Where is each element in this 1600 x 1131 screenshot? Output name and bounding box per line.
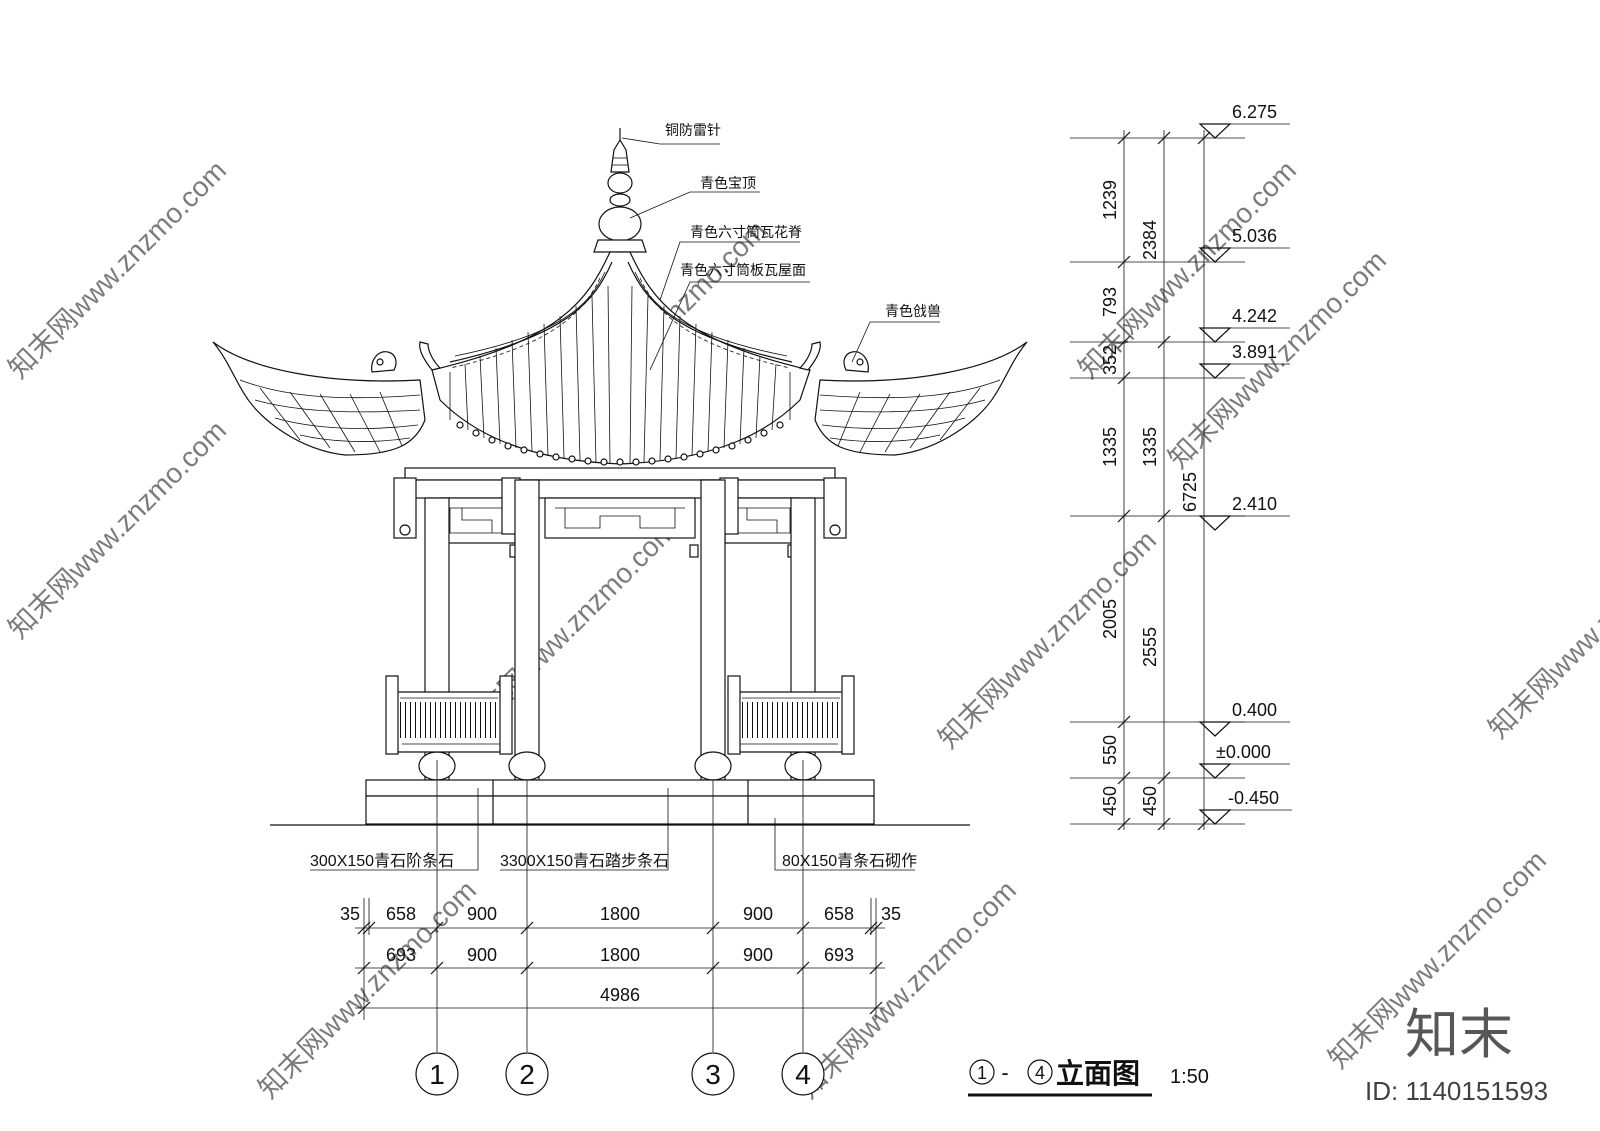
elevation-6275: 6.275: [1232, 102, 1277, 122]
elevation-5036: 5.036: [1232, 226, 1277, 246]
elevation-marks: 6.275 5.036 4.242 3.891 2.410 0.400 ±0.0…: [1198, 102, 1292, 825]
columns: [418, 479, 822, 781]
dim-v-2005: 2005: [1100, 599, 1120, 639]
axis-bubble: [415, 1052, 459, 1096]
dim-h-1800: 1800: [600, 904, 640, 924]
label-finial: 青色宝顶: [700, 175, 756, 191]
dim-h-900-right: 900: [743, 904, 773, 924]
axis-label-2: 2: [519, 1059, 535, 1090]
dim-h-35-left: 35: [340, 904, 360, 924]
axis-bubble: [505, 1052, 549, 1096]
dim-h-900-left: 900: [467, 904, 497, 924]
dim-h-693-left: 693: [386, 945, 416, 965]
platform: [270, 779, 970, 826]
axis-label-4: 4: [795, 1059, 811, 1090]
dim-v-2555: 2555: [1140, 627, 1160, 667]
dim-v-6725: 6725: [1180, 472, 1200, 512]
elevation-4242: 4.242: [1232, 306, 1277, 326]
pavilion: [212, 128, 1028, 1052]
label-ridge: 青色六寸筒瓦花脊: [690, 224, 802, 240]
dim-h-4986: 4986: [600, 985, 640, 1005]
dim-h-658-right: 658: [824, 904, 854, 924]
elevation-0400: 0.400: [1232, 700, 1277, 720]
title-scale: 1:50: [1170, 1066, 1209, 1088]
watermark-text: 知末网www.znzmo.com: [2, 154, 232, 384]
title-dash: -: [1001, 1060, 1008, 1085]
watermark-text: 知末网www.znzmo.com: [932, 524, 1162, 754]
dim-h-900b-left: 900: [467, 945, 497, 965]
label-tread-stone: 3300X150青石踏步条石: [500, 852, 669, 870]
elevation-neg0450: -0.450: [1228, 788, 1279, 808]
dim-v-550: 550: [1100, 735, 1120, 765]
dim-h-35-right: 35: [881, 904, 901, 924]
right-wing-roof: [814, 341, 1028, 456]
title-axis-bubble: [1027, 1059, 1053, 1085]
elevation-2410: 2.410: [1232, 494, 1277, 514]
horizontal-dimensions: 35 658 900 1800 900 658 35 693 900 1800 …: [340, 898, 901, 1020]
label-lightning-rod: 铜防雷针: [665, 122, 721, 138]
title-axis-to: 4: [1035, 1063, 1045, 1083]
axis-label-3: 3: [705, 1059, 721, 1090]
benches: [385, 675, 855, 755]
dim-v-793: 793: [1100, 287, 1120, 317]
elevation-0000: ±0.000: [1216, 742, 1271, 762]
left-wing-roof: [212, 341, 426, 456]
dim-v-352: 352: [1100, 345, 1120, 375]
brand-id: ID: 1140151593: [1365, 1076, 1548, 1106]
brand-watermark: 知末 ID: 1140151593: [1365, 1005, 1548, 1106]
watermark-text: 知末网www.znzmo.com: [1482, 514, 1600, 744]
axis-bubble: [691, 1052, 735, 1096]
drawing-title: 1 - 4 立面图 1:50: [968, 1057, 1209, 1097]
axis-lines: [436, 760, 804, 1052]
dim-v-1239: 1239: [1100, 180, 1120, 220]
dim-v-2384: 2384: [1140, 220, 1160, 260]
beam-structure: [393, 467, 847, 558]
dim-v-450a: 450: [1100, 786, 1120, 816]
label-roof: 青色六寸筒板瓦屋面: [680, 262, 806, 278]
dim-v-1335a: 1335: [1100, 427, 1120, 467]
axis-bubble: [781, 1052, 825, 1096]
title-axis-from: 1: [977, 1063, 987, 1083]
label-masonry: 80X150青条石砌作: [782, 852, 917, 870]
watermark-text: 知末网www.znzmo.com: [2, 414, 232, 644]
main-roof: [419, 251, 821, 466]
axis-bubbles: 1 2 3 4: [415, 1052, 825, 1096]
dim-h-900b-right: 900: [743, 945, 773, 965]
axis-label-1: 1: [429, 1059, 445, 1090]
label-ridge-beast: 青色戗兽: [885, 303, 941, 319]
dim-h-693-right: 693: [824, 945, 854, 965]
elevation-3891: 3.891: [1232, 342, 1277, 362]
label-step-stone: 300X150青石阶条石: [310, 852, 454, 870]
finial: [593, 128, 647, 253]
callouts: 铜防雷针 青色宝顶 青色六寸筒瓦花脊 青色六寸筒板瓦屋面 青色戗兽 300X15…: [310, 122, 941, 871]
dim-h-1800b: 1800: [600, 945, 640, 965]
title-text: 立面图: [1056, 1057, 1140, 1089]
title-axis-bubble: [969, 1059, 995, 1085]
dim-v-1335b: 1335: [1140, 427, 1160, 467]
dim-v-450b: 450: [1140, 786, 1160, 816]
dim-h-658-left: 658: [386, 904, 416, 924]
brand-logo: 知末: [1405, 1005, 1513, 1065]
